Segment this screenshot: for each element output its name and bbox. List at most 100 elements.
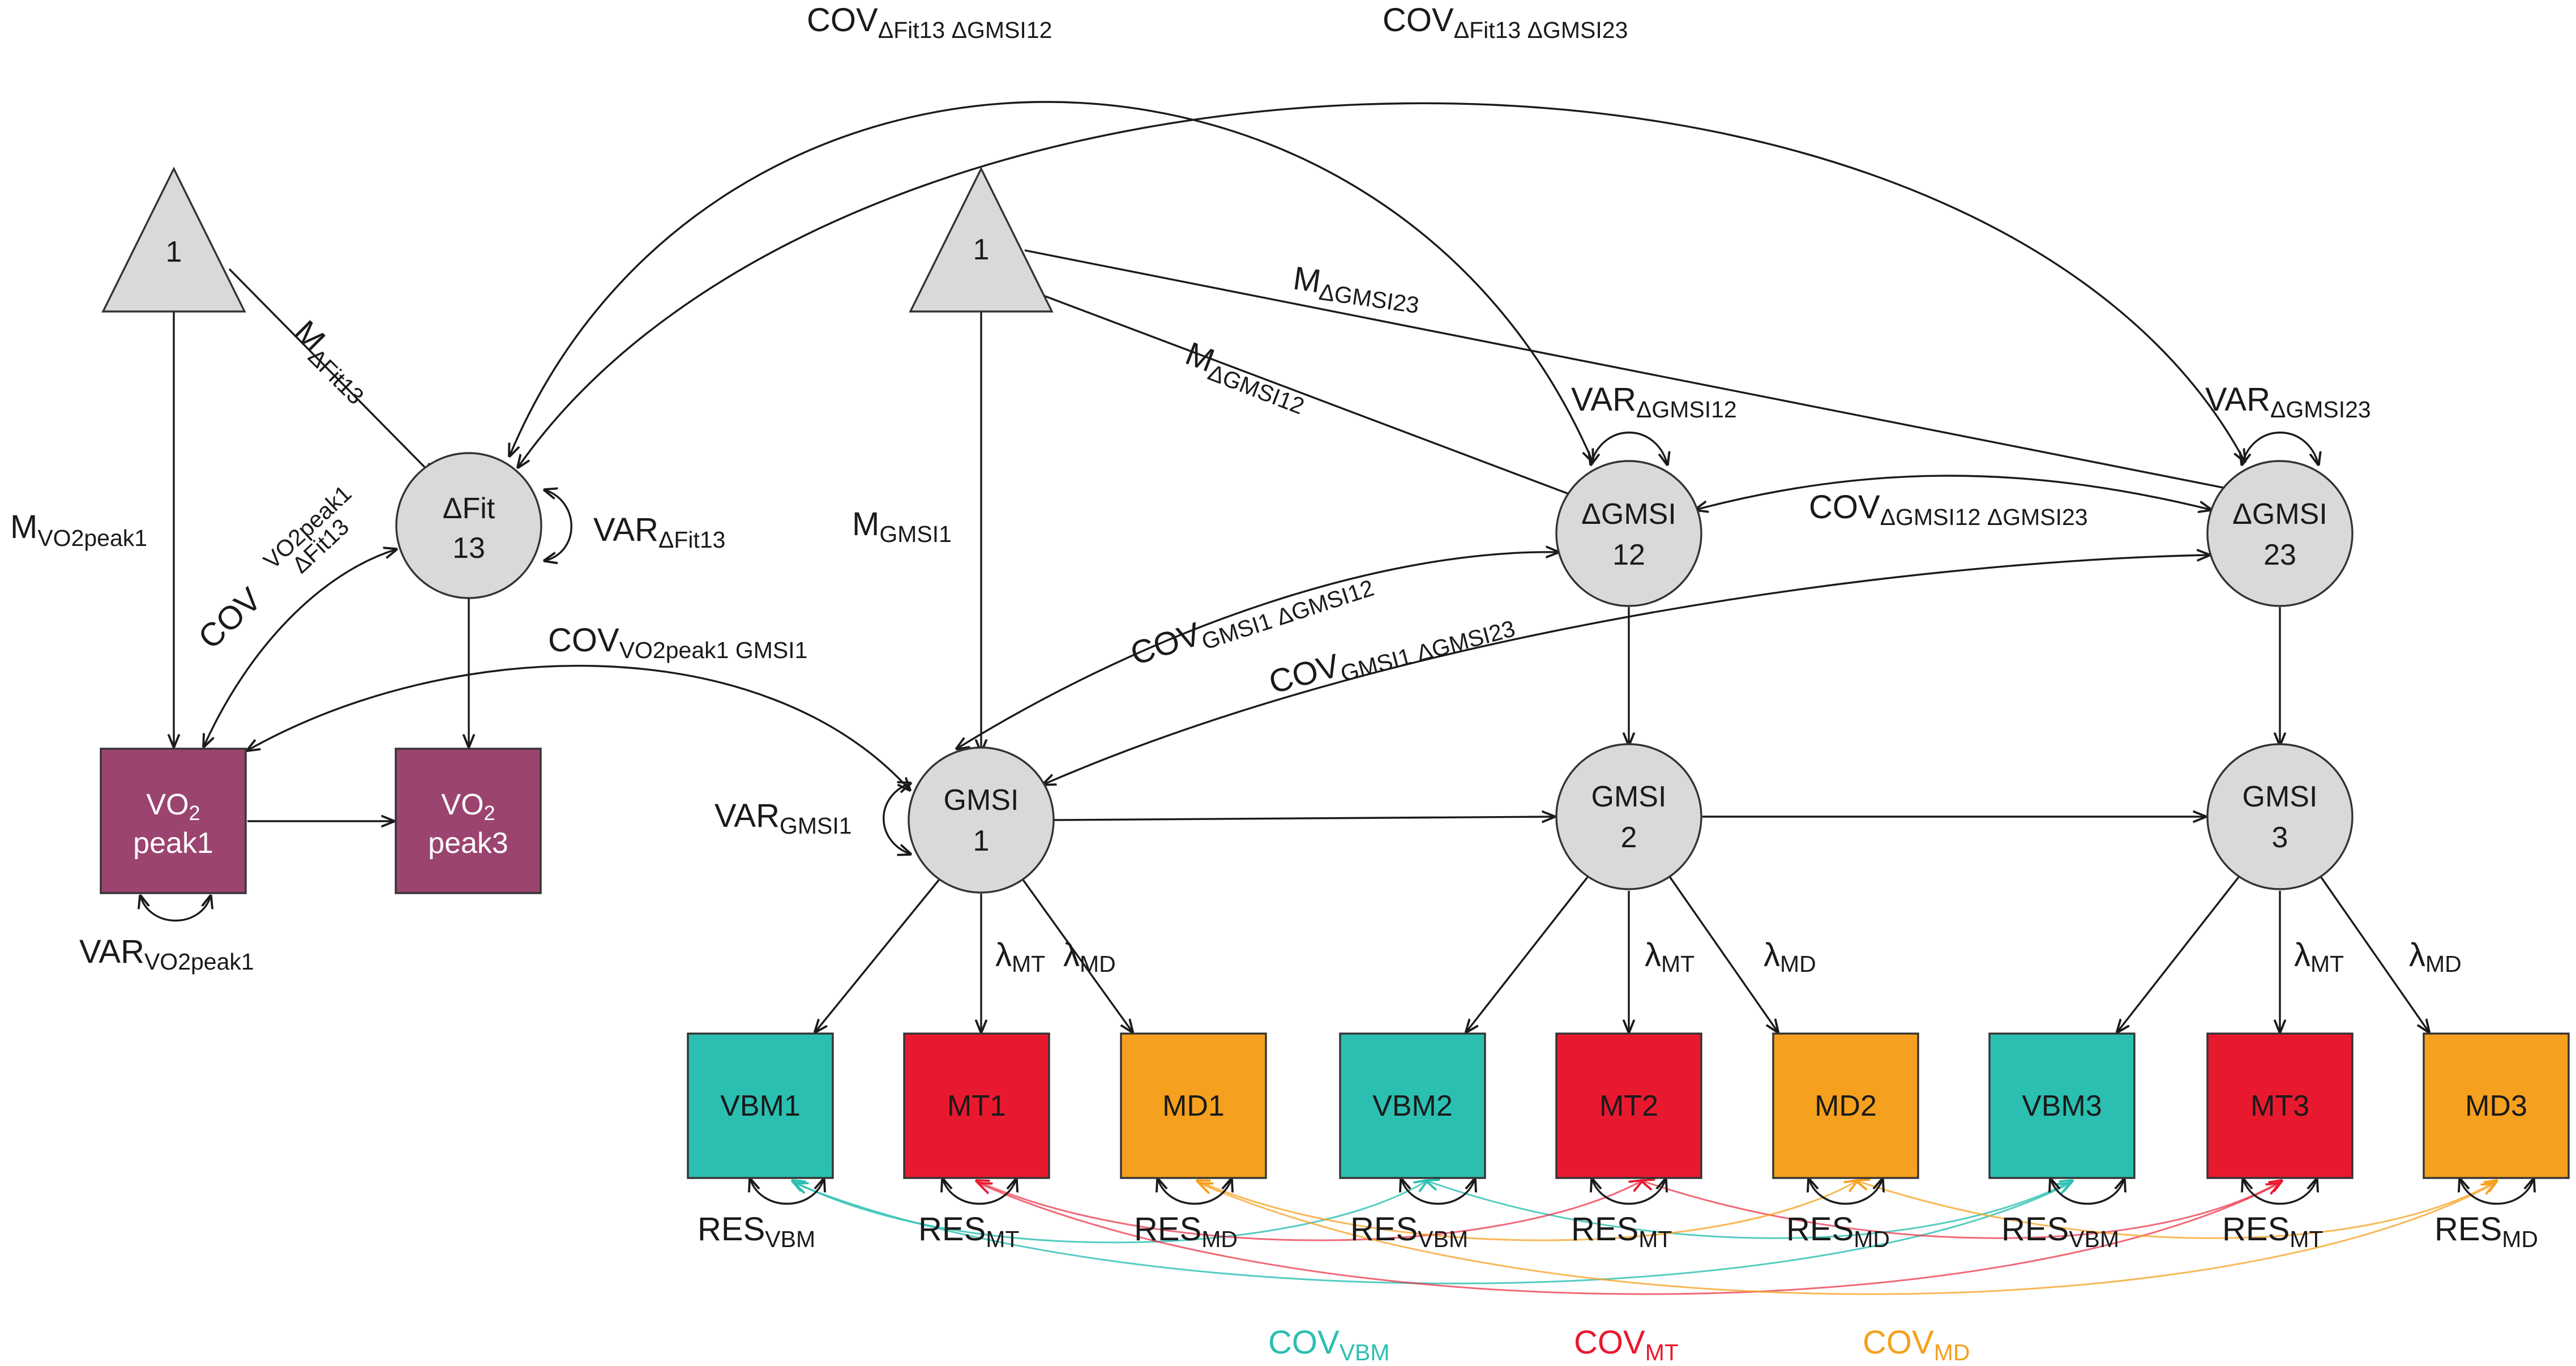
gmsi1-label-line2: 1: [973, 825, 990, 857]
label-res-vbm-1: RESVBM: [698, 1211, 815, 1252]
loop-res-vbm2: [1401, 1179, 1475, 1205]
label-var-vo2peak1: VARVO2peak1: [79, 933, 254, 975]
loop-res-md2: [1809, 1179, 1882, 1205]
node-vo2peak1: VO2 peak1: [100, 748, 247, 894]
node-gmsi1: GMSI 1: [908, 746, 1055, 894]
node-vbm1: VBM1: [687, 1032, 834, 1179]
edge-gmsi1-vbm1: [815, 876, 943, 1032]
vbm2-label: VBM2: [1372, 1090, 1453, 1122]
loop-var-dfit13: [545, 490, 572, 561]
dgmsi12-label-line1: ΔGMSI: [1581, 498, 1676, 531]
cov-md-arc-2-3: [1857, 1181, 2497, 1239]
label-var-gmsi1: VARGMSI1: [714, 797, 852, 839]
label-res-md-2: RESMD: [1786, 1211, 1890, 1252]
constant-triangle-left: 1: [101, 167, 246, 313]
gmsi3-label-line2: 3: [2272, 821, 2288, 854]
vo2peak1-label-line2: peak1: [133, 827, 213, 860]
label-res-mt-1: RESMT: [918, 1211, 1019, 1252]
cov-mt-arc-1-2: [977, 1181, 1642, 1241]
label-res-md-3: RESMD: [2434, 1211, 2538, 1252]
edge-gmsi1-gmsi2: [1052, 817, 1554, 820]
label-cov-md: COVMD: [1863, 1324, 1970, 1365]
label-lambda-md-3: λMD: [2409, 937, 2462, 977]
cov-vbm-arc-2-3: [1427, 1181, 2072, 1239]
edge-cov-vo2peak1-gmsi1: [247, 664, 910, 790]
edge-cov-dfit13-dgmsi12: [510, 101, 1593, 462]
label-res-vbm-3: RESVBM: [2001, 1211, 2119, 1252]
label-var-dgmsi23: VARΔGMSI23: [2205, 381, 2371, 422]
loop-var-vo2peak1: [140, 896, 211, 922]
label-m-dgmsi23: MΔGMSI23: [1290, 260, 1423, 319]
cov-mt-arc-2-3: [1642, 1181, 2282, 1239]
label-lambda-mt-1: λMT: [995, 937, 1045, 977]
path-edges: [140, 101, 2534, 1205]
label-cov-vo2peak1-dfit13: COV VO2peak1 ΔFit13: [191, 480, 357, 656]
edge-cov-vo2peak1-dfit13: [204, 549, 396, 746]
loop-var-gmsi1: [883, 783, 910, 854]
label-m-dgmsi12: MΔGMSI12: [1179, 335, 1313, 419]
edge-gmsi2-md2: [1667, 874, 1778, 1032]
label-cov-mt: COVMT: [1574, 1324, 1679, 1365]
node-md3: MD3: [2423, 1032, 2570, 1179]
node-vbm2: VBM2: [1339, 1032, 1486, 1179]
loop-res-md1: [1158, 1179, 1231, 1205]
loop-res-mt2: [1592, 1179, 1666, 1205]
label-lambda-md-2: λMD: [1764, 937, 1816, 977]
loop-var-dgmsi23: [2242, 432, 2318, 464]
cov-vbm-arc-1-2: [793, 1181, 1427, 1244]
node-mt3: MT3: [2206, 1032, 2354, 1179]
label-cov-gmsi1-dgmsi12: COVGMSI1 ΔGMSI12: [1126, 560, 1377, 677]
label-lambda-md-1: λMD: [1063, 937, 1116, 977]
dfit13-label-line2: 13: [452, 532, 485, 565]
cov-md-arc-1-3: [1200, 1184, 2494, 1295]
edge-cov-gmsi1-dgmsi23: [1043, 555, 2209, 784]
node-gmsi3: GMSI 3: [2206, 743, 2354, 890]
gmsi1-label-line1: GMSI: [944, 784, 1019, 817]
edge-gmsi3-vbm3: [2117, 874, 2241, 1032]
label-var-dgmsi12: VARΔGMSI12: [1571, 381, 1737, 422]
node-dfit13: ΔFit 13: [395, 452, 542, 599]
node-dgmsi23: ΔGMSI 23: [2206, 460, 2354, 607]
loop-res-md3: [2460, 1179, 2534, 1205]
md1-label: MD1: [1162, 1090, 1225, 1122]
label-lambda-mt-3: λMT: [2294, 937, 2344, 977]
label-var-dfit13: VARΔFit13: [593, 511, 726, 553]
gmsi2-label-line2: 2: [1621, 821, 1637, 854]
loop-res-mt1: [943, 1179, 1016, 1205]
edge-cov-dgmsi12-dgmsi23: [1696, 475, 2211, 510]
md3-label: MD3: [2465, 1090, 2527, 1122]
node-md2: MD2: [1772, 1032, 1919, 1179]
dgmsi23-label-line2: 23: [2263, 539, 2296, 571]
triangle-mid-label: 1: [973, 233, 990, 266]
vo2peak3-label-line1: VO2: [441, 788, 495, 825]
label-cov-vbm: COVVBM: [1268, 1324, 1390, 1365]
dgmsi23-label-line1: ΔGMSI: [2232, 498, 2327, 531]
parameter-labels: COVΔFit13 ΔGMSI12 COVΔFit13 ΔGMSI23 MΔGM…: [10, 2, 2538, 1365]
vo2peak1-vo: VO2: [146, 788, 200, 825]
label-cov-dgmsi12-dgmsi23: COVΔGMSI12 ΔGMSI23: [1809, 489, 2088, 530]
label-res-mt-3: RESMT: [2222, 1211, 2323, 1252]
triangle-left-label: 1: [166, 236, 182, 268]
loop-res-vbm1: [750, 1179, 824, 1205]
loop-var-dgmsi12: [1591, 432, 1667, 464]
label-m-gmsi1: MGMSI1: [852, 506, 952, 547]
mt1-label: MT1: [947, 1090, 1006, 1122]
nodes: 1 1 ΔFit 13 ΔGMSI 1 2 ΔGMSI 23 GMSI 1: [100, 167, 2570, 1179]
gmsi3-label-line1: GMSI: [2243, 780, 2318, 813]
vbm3-label: VBM3: [2022, 1090, 2102, 1122]
md2-label: MD2: [1815, 1090, 1877, 1122]
node-gmsi2: GMSI 2: [1555, 743, 1702, 890]
label-res-mt-2: RESMT: [1571, 1211, 1672, 1252]
dfit13-label-line1: ΔFit: [443, 492, 495, 525]
node-mt1: MT1: [903, 1032, 1050, 1179]
mt3-label: MT3: [2250, 1090, 2309, 1122]
loop-res-vbm3: [2051, 1179, 2124, 1205]
cov-mt-arc-1-3: [979, 1184, 2279, 1295]
label-res-md-1: RESMD: [1134, 1211, 1238, 1252]
edge-m-dfit13: [228, 268, 433, 476]
gmsi2-label-line1: GMSI: [1591, 780, 1667, 813]
label-res-vbm-2: RESVBM: [1350, 1211, 1468, 1252]
node-mt2: MT2: [1555, 1032, 1702, 1179]
node-vbm3: VBM3: [1988, 1032, 2136, 1179]
